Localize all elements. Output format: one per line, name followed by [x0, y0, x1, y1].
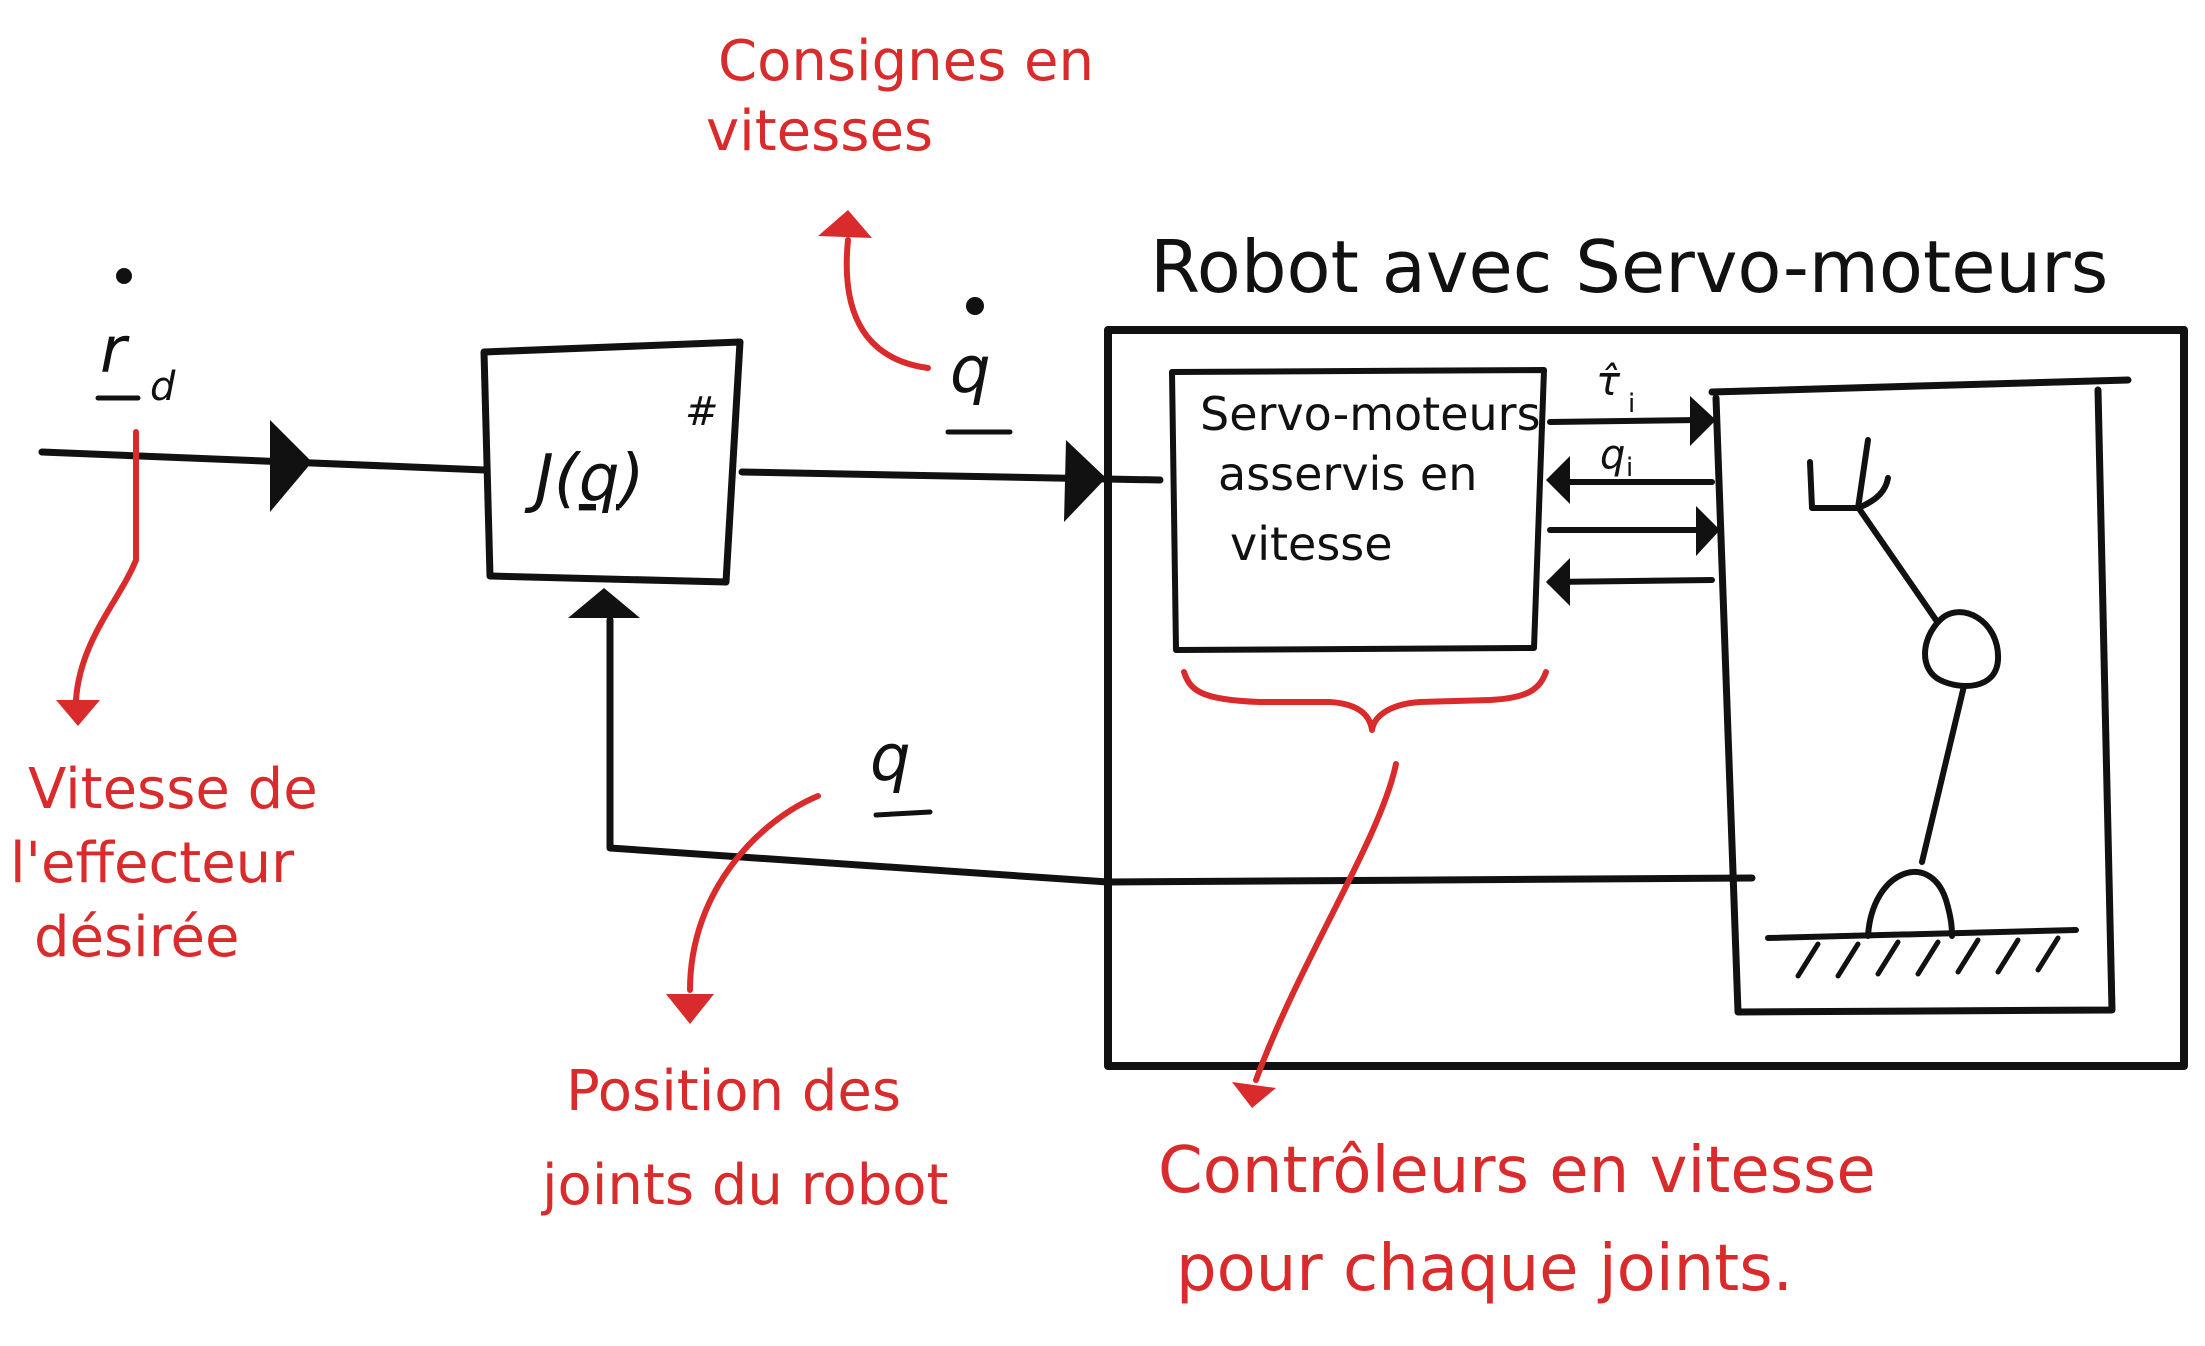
- annotation-consignes: Consignes en vitesses: [706, 29, 1094, 371]
- jacobian-block: J(q) #: [480, 338, 744, 586]
- annotation-effecteur-line1: Vitesse de: [28, 757, 318, 822]
- robot-arm-block: [1708, 376, 2132, 1016]
- q-symbol: q: [870, 722, 911, 796]
- annotation-vitesse-effecteur: Vitesse de l'effecteur désirée: [10, 429, 318, 970]
- robot-gripper: [1807, 437, 1891, 511]
- input-line: [38, 448, 489, 474]
- qdot-arrowhead: [1064, 440, 1106, 522]
- q-underline: [873, 809, 933, 818]
- jacobian-pseudoinverse-sup: #: [685, 389, 719, 435]
- annotation-controleurs-line2: pour chaque joints.: [1176, 1232, 1793, 1306]
- jacobian-box: [480, 338, 744, 586]
- robot-upper-link: [1857, 507, 1939, 623]
- annotation-controleurs-arrow: [1253, 761, 1399, 1083]
- annotation-effecteur-line3: désirée: [34, 905, 239, 970]
- annotation-controleurs-brace: [1181, 669, 1549, 733]
- tau-arrow-line: [1547, 417, 1703, 425]
- rd-subscript: d: [150, 364, 176, 410]
- robot-system-box: [1104, 326, 2188, 1070]
- servo-label-line1: Servo-moteurs: [1200, 387, 1541, 441]
- annotation-consignes-arrow: [843, 237, 931, 371]
- servo-label-line2: asservis en: [1218, 447, 1477, 501]
- tau-arrowhead: [1690, 396, 1716, 446]
- annotation-position-line2: joints du robot: [540, 1153, 948, 1218]
- servo-label-line3: vitesse: [1230, 517, 1393, 571]
- annotation-position-arrowhead: [666, 994, 714, 1024]
- annotation-consignes-line1: Consignes en: [718, 29, 1094, 94]
- qdot-signal-label: q: [945, 297, 1013, 435]
- rd-symbol: r: [100, 314, 130, 388]
- tau-arrowhead-2: [1696, 506, 1720, 556]
- robot-arm-box: [1708, 376, 2132, 1016]
- robot-elbow-joint: [1922, 609, 2002, 689]
- qi-subscript: i: [1626, 453, 1633, 483]
- annotation-controleurs: Contrôleurs en vitesse pour chaque joint…: [1158, 669, 1876, 1306]
- ground-hatching: [1795, 935, 2061, 979]
- annotation-controleurs-line1: Contrôleurs en vitesse: [1158, 1134, 1876, 1208]
- q-signal-label: q: [870, 722, 933, 818]
- jacobian-label: J(q): [524, 442, 644, 516]
- input-signal-label: r d: [95, 268, 176, 410]
- tau-hat-subscript: i: [1628, 389, 1635, 419]
- qdot-dot-mark: [966, 297, 984, 315]
- annotation-effecteur-line2: l'effecteur: [10, 831, 295, 896]
- robot-lower-link: [1919, 683, 1967, 865]
- qi-arrowhead: [1546, 456, 1570, 504]
- qi-symbol: q: [1600, 432, 1625, 478]
- annotation-position-line1: Position des: [566, 1059, 901, 1124]
- qi-arrow-line-2: [1547, 577, 1715, 585]
- qi-arrowhead-2: [1546, 558, 1570, 606]
- feedback-arrowhead: [568, 588, 640, 618]
- annotation-position-arrow: [687, 793, 821, 993]
- qdot-symbol: q: [950, 334, 991, 408]
- feedback-line: [606, 616, 1756, 886]
- input-arrowhead: [270, 420, 312, 512]
- annotation-consignes-arrowhead: [818, 210, 872, 238]
- servo-box: [1169, 367, 1547, 653]
- annotation-position-joints: Position des joints du robot: [540, 793, 948, 1218]
- annotation-effecteur-arrow: [73, 429, 139, 703]
- servo-block: Servo-moteurs asservis en vitesse: [1169, 367, 1547, 653]
- rd-dot-mark: [116, 268, 132, 284]
- diagram-title: Robot avec Servo-moteurs: [1150, 225, 2108, 309]
- annotation-consignes-line2: vitesses: [706, 99, 933, 164]
- ground-line: [1765, 927, 2079, 941]
- robot-base: [1865, 869, 1955, 939]
- annotation-controleurs-arrowhead: [1232, 1082, 1276, 1108]
- annotation-effecteur-arrowhead: [56, 700, 100, 726]
- tau-hat-symbol: τ̂: [1596, 359, 1621, 405]
- servo-robot-connections: τ̂ i q i: [1546, 359, 1720, 606]
